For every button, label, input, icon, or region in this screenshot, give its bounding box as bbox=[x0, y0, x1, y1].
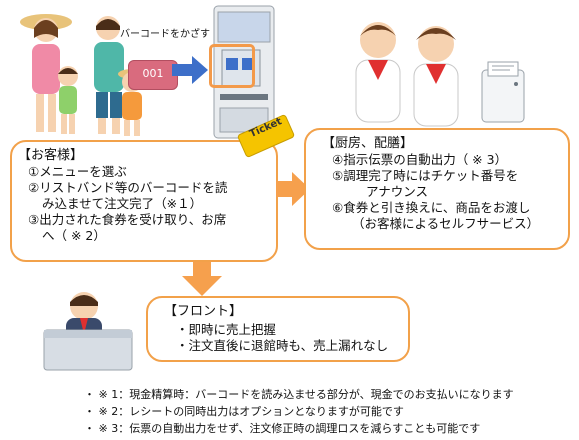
customer-step-2: ②リストバンド等のバーコードを読 bbox=[28, 180, 228, 195]
arrow-down-icon bbox=[182, 262, 222, 296]
kitchen-step-5-cont: アナウンス bbox=[366, 184, 429, 199]
customer-step-1: ①メニューを選ぶ bbox=[28, 164, 127, 179]
kitchen-steps-box: 【厨房、配膳】 ④指示伝票の自動出力（ ※ 3） ⑤調理完了時にはチケット番号を… bbox=[304, 128, 570, 250]
kitchen-step-6-cont: （お客様によるセルフサービス） bbox=[352, 216, 540, 231]
front-desk-box: 【フロント】 ・即時に売上把握 ・注文直後に退館時も、売上漏れなし bbox=[146, 296, 410, 362]
kitchen-title: 【厨房、配膳】 bbox=[322, 136, 414, 151]
footnote-2: ・ ※ 2：レシートの同時出力はオプションとなりますが可能です bbox=[84, 405, 404, 418]
customer-step-3-cont: へ（ ※ 2） bbox=[42, 228, 106, 243]
kitchen-staff-illustration bbox=[355, 22, 459, 127]
front-title: 【フロント】 bbox=[164, 304, 243, 319]
customer-title: 【お客様】 bbox=[18, 148, 84, 163]
front-point-1: ・即時に売上把握 bbox=[176, 322, 277, 337]
wristband-tag: 001 bbox=[128, 60, 178, 90]
customer-step-2-cont: み込ませて注文完了（※１） bbox=[42, 196, 203, 211]
wristband-number: 001 bbox=[142, 67, 164, 80]
kitchen-step-6: ⑥食券と引き換えに、商品をお渡し bbox=[332, 200, 531, 215]
footnote-1: ・ ※ 1：現金精算時：バーコードを読み込ませる部分が、現金でのお支払いになりま… bbox=[84, 388, 514, 401]
scanner-highlight-frame bbox=[209, 44, 255, 88]
kitchen-step-5: ⑤調理完了時にはチケット番号を bbox=[332, 168, 519, 183]
footnote-3: ・ ※ 3：伝票の自動出力をせず、注文修正時の調理ロスを減らすことも可能です bbox=[84, 422, 481, 435]
kitchen-step-4: ④指示伝票の自動出力（ ※ 3） bbox=[332, 152, 508, 167]
front-desk-illustration bbox=[43, 292, 133, 371]
receipt-printer-illustration bbox=[481, 61, 525, 123]
scan-label: バーコードをかざす bbox=[120, 29, 210, 40]
arrow-right-icon bbox=[276, 172, 310, 206]
blue-arrow-icon bbox=[172, 56, 208, 84]
front-point-2: ・注文直後に退館時も、売上漏れなし bbox=[176, 338, 389, 353]
customer-steps-box: 【お客様】 ①メニューを選ぶ ②リストバンド等のバーコードを読 み込ませて注文完… bbox=[10, 140, 278, 262]
customer-step-3: ③出力された食券を受け取り、お席 bbox=[28, 212, 227, 227]
ticket-icon bbox=[237, 114, 295, 158]
